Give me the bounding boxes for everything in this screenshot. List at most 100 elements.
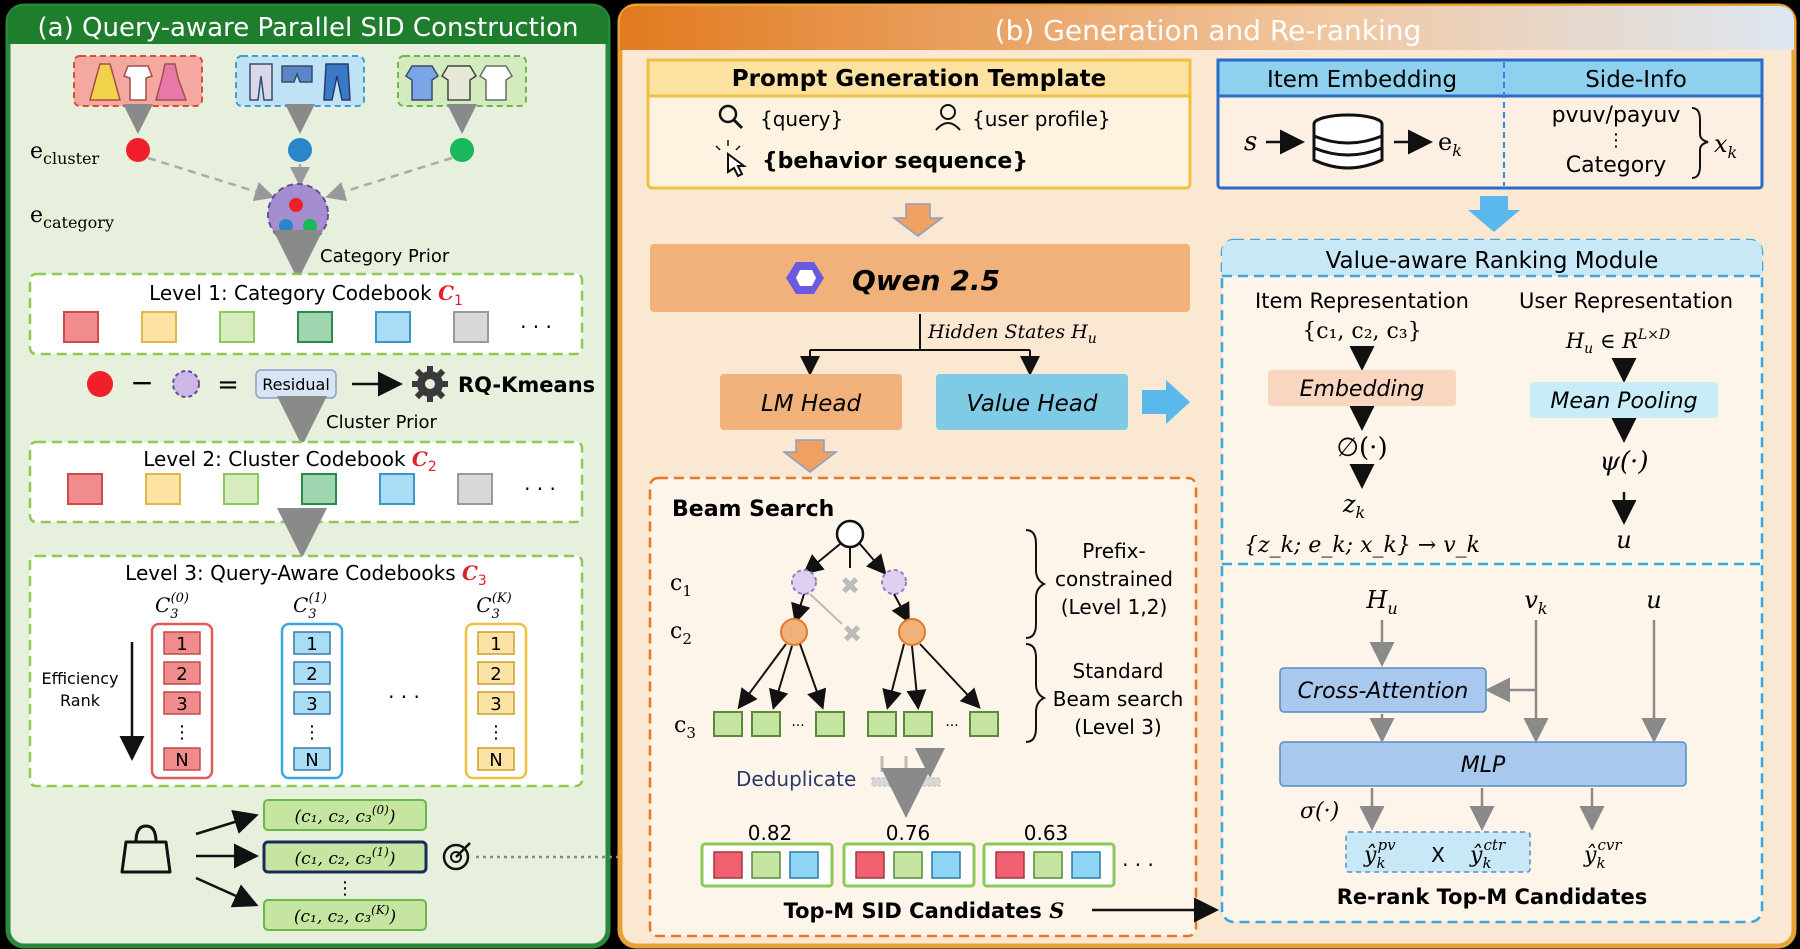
topm-s: S: [1049, 898, 1064, 923]
prompt-title: Prompt Generation Template: [732, 66, 1106, 92]
panel-a: (a) Query-aware Parallel SID Constructio…: [5, 3, 611, 949]
vk-formula: {z_k; e_k; x_k} → v_k: [1244, 533, 1480, 558]
candidate-0: [700, 842, 834, 888]
panel-a-title: (a) Query-aware Parallel SID Constructio…: [38, 13, 579, 43]
svg-text:c2: c2: [670, 619, 692, 648]
prefix-line1: Prefix-: [1082, 539, 1145, 563]
hu-formula-sup: L×D: [1637, 327, 1670, 343]
hidden-states-label: Hidden States H: [927, 321, 1088, 343]
e-k-sub: k: [1452, 141, 1462, 160]
svg-text:(c₁, c₂, c₃(0)): (c₁, c₂, c₃(0)): [295, 803, 396, 827]
value-head-box: [936, 374, 1128, 430]
cbk-c: C: [476, 593, 491, 617]
level2-codes: [67, 473, 493, 505]
tuple-1-sup: (1): [372, 845, 389, 859]
e-category-label: e: [30, 203, 43, 228]
clothing-group-blue: [235, 55, 365, 107]
rank-1: 1: [306, 634, 317, 655]
rank-1: 1: [490, 634, 501, 655]
z-k-label: z: [1342, 490, 1356, 518]
cluster-prior-label: Cluster Prior: [326, 412, 438, 433]
level3-label: Level 3: Query-Aware Codebooks: [125, 561, 462, 585]
lm-head-box: [720, 374, 902, 430]
category-prior-label: Category Prior: [320, 246, 450, 267]
tuple-close: ): [388, 849, 396, 869]
cb1-sub: 3: [308, 607, 316, 622]
svg-text:ecategory: ecategory: [30, 203, 114, 232]
svg-text:Hu ∈ RL×D: Hu ∈ RL×D: [1565, 327, 1670, 357]
phi-function: ∅(·): [1336, 433, 1387, 463]
z-k-sub: k: [1355, 503, 1365, 522]
bag-icon: [120, 824, 172, 874]
topm-label: Top-M SID Candidates: [784, 899, 1050, 923]
cb0-c: C: [155, 593, 170, 617]
svg-text:zk: zk: [1342, 490, 1365, 522]
hu-formula-h: H: [1565, 329, 1585, 353]
jacket-icon: [404, 65, 514, 101]
database-icon: [1312, 113, 1384, 170]
svg-text:C3(K): C3(K): [476, 591, 511, 622]
svg-text:Level 2: Cluster Codebook C2: Level 2: Cluster Codebook C2: [143, 447, 436, 475]
svg-text:xk: xk: [1714, 130, 1737, 162]
deduplicate-label: Deduplicate: [736, 767, 856, 791]
beam-search-title: Beam Search: [672, 497, 834, 522]
residual-category-dot: [172, 370, 200, 398]
mean-pooling-box: [1530, 382, 1718, 418]
ctr-product-box: [1345, 831, 1531, 873]
rank-n: N: [305, 750, 318, 771]
rank-3: 3: [490, 694, 501, 715]
e-cluster-sub: cluster: [43, 149, 99, 168]
beam-tree: ✖ ✖ ··· ···: [713, 519, 999, 737]
efficiency-label: Efficiency: [41, 669, 118, 688]
rank-label: Rank: [60, 691, 101, 710]
panel-b: (b) Generation and Re-ranking Prompt Gen…: [617, 3, 1797, 949]
rank-2: 2: [306, 664, 317, 685]
query-token: {query}: [760, 107, 843, 131]
score-2: 0.63: [1024, 821, 1069, 845]
user-icon: [935, 104, 961, 131]
user-profile-token: {user profile}: [972, 107, 1111, 131]
svg-text:···: ···: [791, 718, 804, 734]
level2-sub: 2: [428, 459, 437, 475]
level3-sub: 3: [478, 573, 487, 589]
embedding-box: [1268, 370, 1456, 406]
sigma-function: σ(·): [1300, 799, 1339, 824]
cb1-c: C: [293, 593, 308, 617]
svg-text:c3: c3: [674, 713, 696, 742]
item-representation-set: {c₁, c₂, c₃}: [1302, 319, 1421, 344]
rerank-label: Re-rank Top-M Candidates: [1337, 885, 1648, 909]
cross-attention-label: Cross-Attention: [1298, 679, 1469, 704]
hidden-states-sub: u: [1088, 331, 1097, 347]
tuple-0: [263, 799, 427, 831]
svg-text:C3(1): C3(1): [293, 591, 327, 622]
svg-text:Level 3: Query-Aware Codebook: Level 3: Query-Aware Codebooks C3: [125, 561, 487, 589]
score-0: 0.82: [748, 821, 793, 845]
qwen-box: [650, 244, 1190, 312]
side-info-title: Side-Info: [1585, 67, 1687, 93]
x-k-label: x: [1714, 130, 1728, 158]
standard-line3: (Level 3): [1074, 715, 1161, 739]
score-1: 0.76: [886, 821, 931, 845]
vk-input-sub: k: [1538, 599, 1548, 618]
standard-line1: Standard: [1073, 659, 1164, 683]
cross-attention-box: [1279, 667, 1487, 713]
cluster-dot-red: [126, 138, 150, 162]
candidate-1: [842, 842, 976, 888]
svg-text:···: ···: [945, 718, 958, 734]
prefix-line3: (Level 1,2): [1061, 595, 1168, 619]
tuple-close: ): [388, 907, 396, 927]
svg-text:C3(0): C3(0): [155, 591, 189, 622]
gear-icon: [412, 366, 448, 402]
tuple-k-text: (c₁, c₂, c₃: [294, 907, 371, 927]
c2-sub: 2: [682, 630, 692, 648]
cluster-dot-blue: [288, 138, 312, 162]
pvuv-label: pvuv/payuv: [1552, 103, 1681, 128]
level1-label: Level 1: Category Codebook: [149, 281, 438, 305]
mlp-box: [1279, 741, 1687, 787]
hu-formula-rest: ∈ R: [1593, 329, 1638, 353]
search-icon: [718, 104, 744, 130]
category-node: [267, 183, 329, 245]
deduplicate-funnel: [871, 756, 940, 818]
minus-sign: −: [130, 366, 153, 399]
